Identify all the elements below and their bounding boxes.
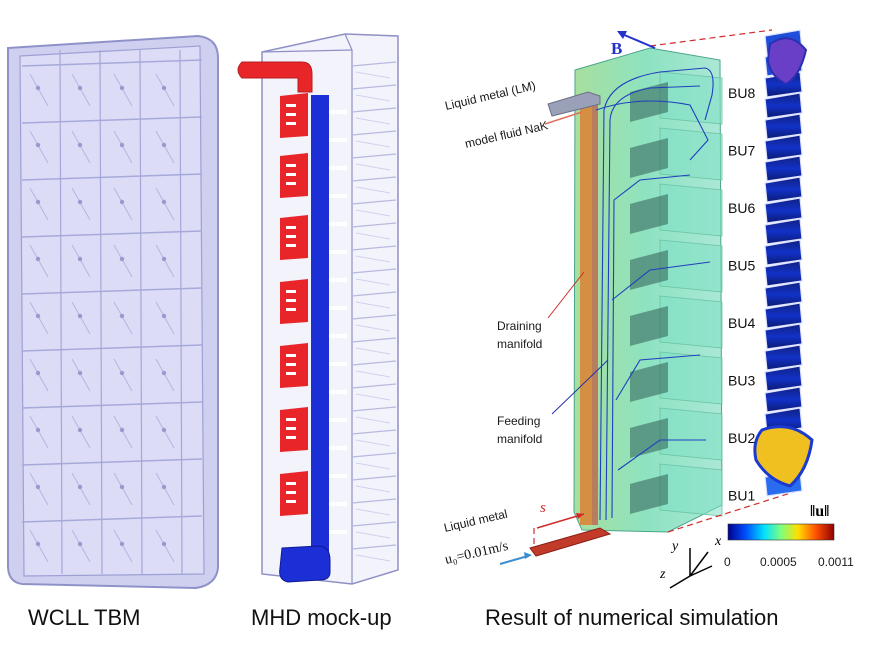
draining-label-1: Draining [497,319,542,333]
sim-inlet-pipe [547,91,601,117]
inlet-arrow [544,111,583,125]
colorbar-tick-0: 0 [724,555,731,569]
wcll-tbm-model [7,34,219,590]
mhd-mockup-model [237,33,399,585]
caption-mhd-mockup: MHD mock-up [251,605,392,630]
colorbar-title: ‖u‖ [810,503,829,520]
s-arrow-head [576,513,584,519]
strip-hotspot-bottom [753,425,814,488]
draining-inlet-pipe [237,61,313,93]
breeder-unit-partitions [630,82,668,514]
bu-label-bu2: BU2 [728,430,755,446]
axis-x-label: x [714,534,722,549]
mockup-fins [351,61,397,562]
inlet-label-1: Liquid metal (LM) [444,78,537,112]
caption-simulation: Result of numerical simulation [485,605,779,630]
inlet-label-2: model fluid NaK [464,118,550,151]
bu-label-bu8: BU8 [728,85,755,101]
sim-draining-manifold [580,95,592,525]
bu-label-bu6: BU6 [728,200,755,216]
axis-y-label: y [670,539,679,554]
field-arrow-line [621,33,656,49]
field-arrow-head [617,31,627,39]
inflow-arrow [499,555,529,565]
feeding-label-1: Feeding [497,414,540,428]
bu-label-bu1: BU1 [728,488,755,504]
colorbar-gradient [727,523,835,541]
bottom-inlet-label: Liquid metal [443,507,509,535]
velocity-magnitude-strip [753,29,814,497]
bu-label-bu4: BU4 [728,315,755,331]
tbm-internal-grid [21,49,203,575]
feeding-branches-blue [329,110,347,534]
feeding-pointer [551,359,609,415]
velocity-label: u₀=0.01m/s [444,539,510,568]
draining-pointer [547,271,585,319]
simulation-result [499,29,835,589]
axis-z-label: z [659,567,666,582]
projection-lines [533,29,801,544]
coordinate-axes [669,548,713,589]
outlet-pipe-blue [279,545,331,583]
caption-wcll-tbm: WCLL TBM [28,605,141,630]
draining-label-2: manifold [497,337,542,351]
bu-label-bu5: BU5 [728,258,755,274]
draining-manifold-red [280,93,308,516]
field-label: B [611,39,622,58]
s-arrow-line [536,513,585,529]
s-label: s [540,500,546,516]
velocity-streamlines [595,67,714,521]
bu-label-bu7: BU7 [728,143,755,159]
feeding-label-2: manifold [497,432,542,446]
sim-outlet-pipe [529,527,612,557]
colorbar-tick-2: 0.0011 [818,555,854,569]
feeding-manifold-blue [311,95,329,555]
colorbar-tick-1: 0.0005 [760,555,797,569]
strip-hotspot-top [766,37,808,86]
bu-label-bu3: BU3 [728,373,755,389]
